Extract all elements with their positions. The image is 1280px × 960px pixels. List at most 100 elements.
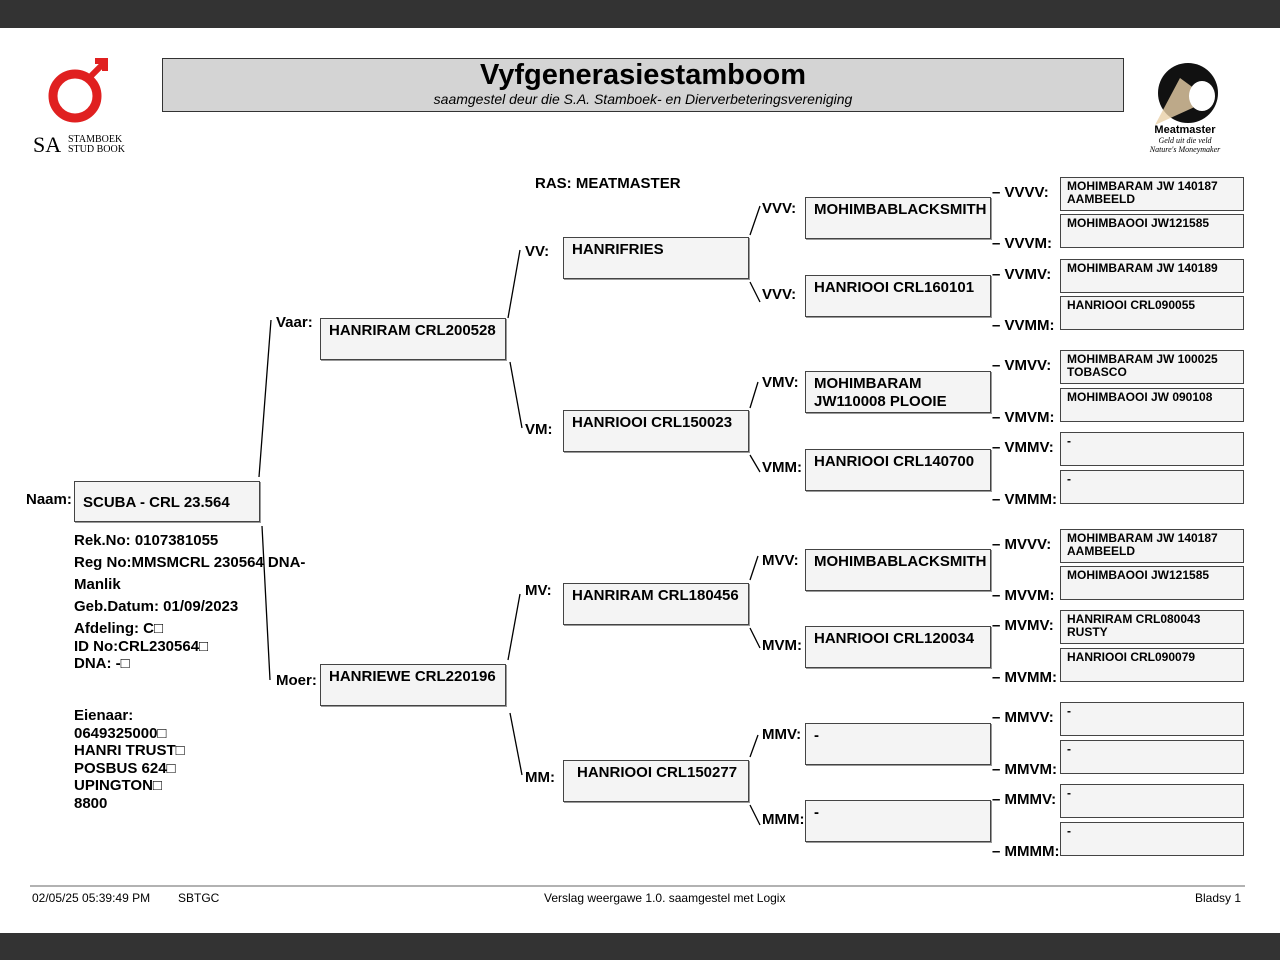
rek-no: Rek.No: 0107381055: [74, 532, 219, 549]
gen5-label-text: MVVM:: [1004, 587, 1055, 604]
gen5-label-text: MMMV:: [1004, 791, 1057, 808]
gen4-box: MOHIMBABLACKSMITH: [805, 549, 991, 591]
moer-label: Moer:: [276, 672, 317, 689]
id-no: ID No:CRL230564□: [74, 637, 209, 655]
gen5-label-text: MVMV:: [1004, 617, 1054, 634]
top-bar: [0, 0, 1280, 28]
footer-page: Bladsy 1: [1195, 891, 1242, 905]
gen4-box: HANRIOOI CRL120034: [805, 626, 991, 668]
logo-tagline-2: Nature's Moneymaker: [1149, 145, 1221, 154]
footer-datetime: 02/05/25 05:39:49 PM: [32, 891, 151, 905]
gen5-box: HANRIOOI CRL090055: [1060, 296, 1244, 330]
afdeling: Afdeling: C□: [74, 620, 164, 637]
gen5-label: – VVVV:: [992, 184, 1049, 201]
gen5-box: HANRIOOI CRL090079: [1060, 648, 1244, 682]
owner-address: POSBUS 624□: [74, 759, 176, 777]
dam-box: HANRIEWE CRL220196: [320, 664, 506, 706]
animal-info: Rek.No: 0107381055 Reg No:MMSMCRL 230564…: [74, 530, 305, 618]
gen5-label-text: VVVM:: [1004, 235, 1053, 252]
gen3-box: HANRIFRIES: [563, 237, 749, 279]
logo-brand: Meatmaster: [1154, 124, 1216, 136]
gen3-label: MM:: [525, 769, 555, 786]
naam-label: Naam:: [26, 491, 72, 508]
gen4-label: VMM:: [762, 459, 802, 476]
gen4-label: VVV:: [762, 286, 797, 303]
owner-postcode: 8800: [74, 794, 108, 812]
gen5-label-text: MVMM:: [1004, 669, 1058, 686]
gen3-box: HANRIOOI CRL150277: [563, 760, 749, 802]
gen4-box: MOHIMBABLACKSMITH: [805, 197, 991, 239]
gen5-label: – VMVM:: [992, 409, 1055, 426]
sire-box: HANRIRAM CRL200528: [320, 318, 506, 360]
meatmaster-logo: Meatmaster Geld uit die veld Nature's Mo…: [1140, 60, 1230, 168]
gen5-label-text: VMVM:: [1004, 409, 1055, 426]
gen5-label: – MMVM:: [992, 761, 1058, 778]
bottom-bar: [0, 933, 1280, 960]
gen5-label: – VVVM:: [992, 235, 1053, 252]
gen4-box: MOHIMBARAM JW110008 PLOOIE: [805, 371, 991, 413]
page-title: Vyfgenerasiestamboom: [479, 59, 807, 91]
gen5-label: – MVMV:: [992, 617, 1054, 634]
page-subtitle: saamgestel deur die S.A. Stamboek- en Di…: [433, 91, 853, 107]
gen5-label: – VMVV:: [992, 357, 1052, 374]
gen4-label: MMV:: [762, 726, 802, 743]
reg-no: Reg No:MMSMCRL 230564 DNA-: [74, 554, 306, 571]
gen5-label: – MVVV:: [992, 536, 1052, 553]
gen5-label-text: VMMV:: [1004, 439, 1054, 456]
gen3-box: HANRIOOI CRL150023: [563, 410, 749, 452]
gen4-label: MVM:: [762, 637, 802, 654]
gen5-box: MOHIMBARAM JW 100025 TOBASCO: [1060, 350, 1244, 384]
gen3-box: HANRIRAM CRL180456: [563, 583, 749, 625]
gen5-label: – VVMV:: [992, 266, 1052, 283]
animal-name-box: SCUBA - CRL 23.564: [74, 481, 260, 522]
gen5-label-text: MVVV:: [1004, 536, 1052, 553]
gen3-label: VV:: [525, 243, 550, 260]
gen5-box: MOHIMBAOOI JW121585: [1060, 214, 1244, 248]
logo-tagline-1: Geld uit die veld: [1158, 136, 1212, 145]
gen5-box: -: [1060, 822, 1244, 856]
sex: Manlik: [74, 576, 121, 593]
owner-info: Eienaar: 0649325000□ HANRI TRUST□ POSBUS…: [74, 707, 185, 812]
gen5-label: – MVMM:: [992, 669, 1058, 686]
gen5-label-text: VMMM:: [1004, 491, 1058, 508]
gen5-label: – VMMM:: [992, 491, 1058, 508]
gen5-label-text: MMMM:: [1004, 843, 1060, 860]
gen5-label-text: VVVV:: [1004, 184, 1049, 201]
gen5-box: MOHIMBARAM JW 140187 AAMBEELD: [1060, 177, 1244, 211]
gen5-label: – VMMV:: [992, 439, 1054, 456]
title-banner: Vyfgenerasiestamboom saamgestel deur die…: [162, 58, 1124, 112]
gen4-label: MVV:: [762, 552, 799, 569]
footer-report: Verslag weergawe 1.0. saamgestel met Log…: [544, 891, 786, 905]
gen5-box: MOHIMBARAM JW 140189: [1060, 259, 1244, 293]
gen5-box: -: [1060, 470, 1244, 504]
birth-date: Geb.Datum: 01/09/2023: [74, 598, 239, 615]
gen5-label: – MMMV:: [992, 791, 1057, 808]
gen5-label: – MMMM:: [992, 843, 1060, 860]
gen5-label: – VVMM:: [992, 317, 1055, 334]
gen5-label: – MVVM:: [992, 587, 1055, 604]
gen5-box: -: [1060, 740, 1244, 774]
gen4-box: -: [805, 800, 991, 842]
logo-sa-text: SA: [33, 132, 62, 157]
gen4-label: MMM:: [762, 811, 805, 828]
gen5-label-text: VVMM:: [1004, 317, 1055, 334]
footer-code: SBTGC: [178, 891, 220, 905]
gen5-label: – MMVV:: [992, 709, 1054, 726]
gen5-box: MOHIMBAOOI JW121585: [1060, 566, 1244, 600]
gen5-box: MOHIMBAOOI JW 090108: [1060, 388, 1244, 422]
vaar-label: Vaar:: [276, 314, 313, 331]
gen3-label: VM:: [525, 421, 553, 438]
gen4-label: VMV:: [762, 374, 799, 391]
animal-info-2: Afdeling: C□ ID No:CRL230564□ DNA: -□: [74, 620, 208, 673]
gen5-label-text: VVMV:: [1004, 266, 1052, 283]
gen5-label-text: MMVM:: [1004, 761, 1058, 778]
gen5-box: MOHIMBARAM JW 140187 AAMBEELD: [1060, 529, 1244, 563]
breed-label: RAS: MEATMASTER: [535, 175, 681, 192]
owner-phone: 0649325000□: [74, 724, 167, 742]
gen4-label: VVV:: [762, 200, 797, 217]
gen5-box: -: [1060, 784, 1244, 818]
gen5-label-text: MMVV:: [1004, 709, 1054, 726]
owner-label: Eienaar:: [74, 707, 134, 724]
